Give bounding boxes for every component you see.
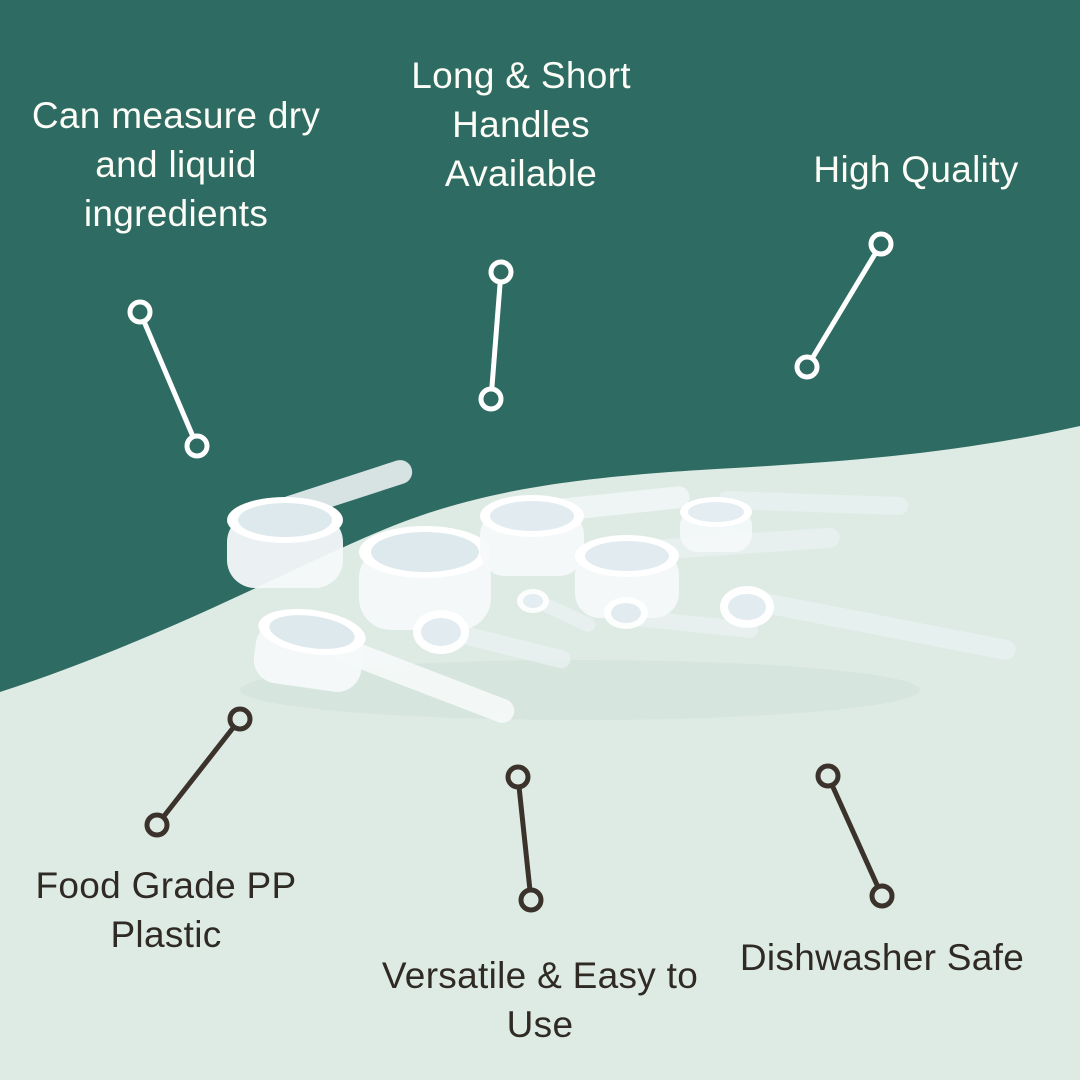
- callout-label-handles: Long & Short Handles Available: [411, 55, 631, 194]
- callout-line-top-left: [127, 299, 210, 459]
- scoop-cup: [253, 608, 366, 692]
- product-image: [227, 460, 1016, 723]
- callout-line-bottom-center: [505, 764, 544, 913]
- callout-label-food-grade: Food Grade PP Plastic: [35, 865, 297, 955]
- callout-label-versatile: Versatile & Easy to Use: [381, 955, 699, 1045]
- callout-line-top-right: [794, 231, 894, 380]
- callout-label-dishwasher-safe: Dishwasher Safe: [739, 937, 1025, 978]
- callout-line-top-center: [478, 259, 514, 412]
- callout-label-measure: Can measure dry and liquid ingredients: [31, 95, 321, 234]
- scoop-spoon: [413, 610, 469, 654]
- callout-label-high-quality: High Quality: [813, 149, 1019, 190]
- scoop-spoon: [720, 586, 774, 628]
- callout-line-bottom-left: [144, 706, 253, 838]
- scoop-spoon: [604, 597, 648, 629]
- callout-line-bottom-right: [815, 763, 895, 909]
- scoop-cup: [680, 497, 752, 552]
- scoop-spoon: [517, 589, 549, 613]
- scoop-cup: [480, 495, 584, 576]
- scoop-cup: [227, 497, 343, 588]
- scoop-cup: [359, 526, 491, 630]
- scoop-cup: [575, 535, 679, 618]
